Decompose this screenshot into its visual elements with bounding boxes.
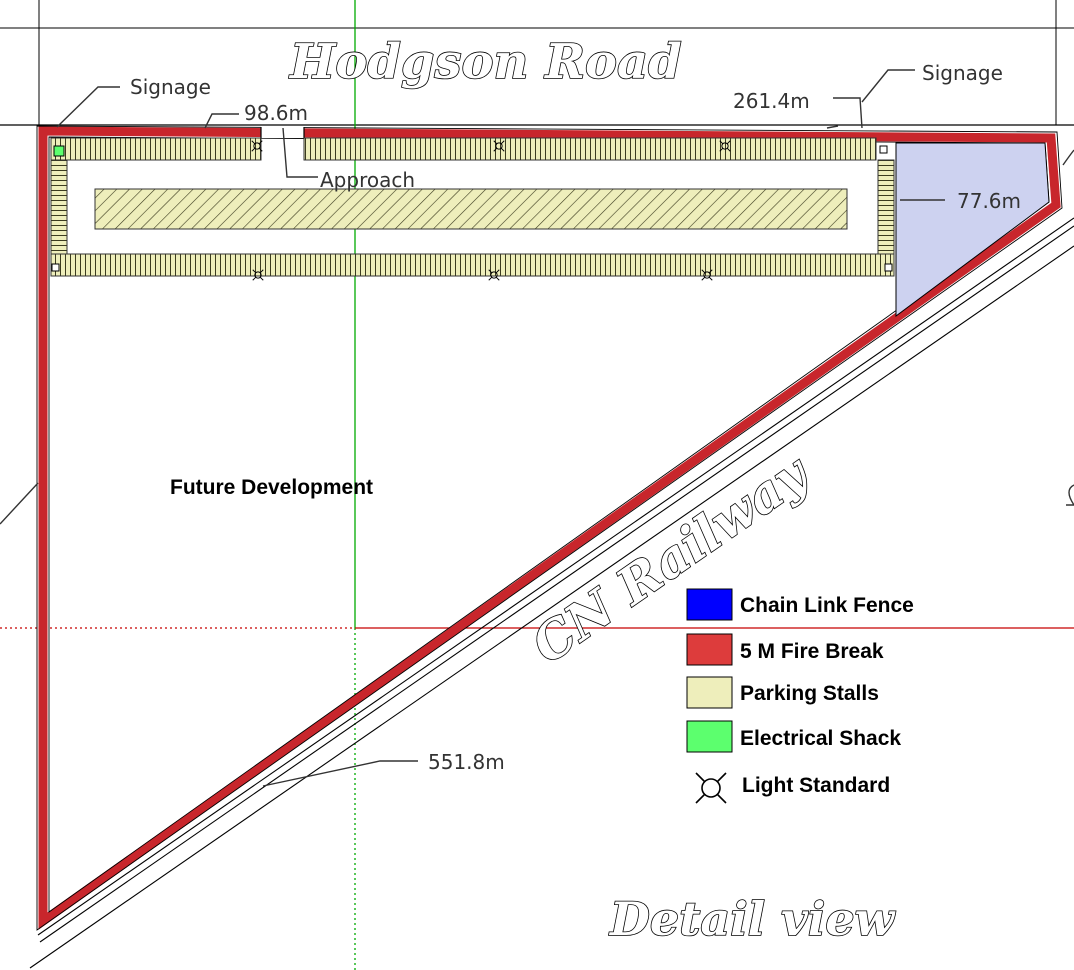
parking-row-top-right	[303, 137, 877, 161]
signage-left-leader	[56, 86, 120, 128]
parking-row-bottom	[50, 253, 895, 277]
right-edge-mark	[1066, 484, 1074, 506]
legend-label-electrical-shack: Electrical Shack	[740, 727, 901, 750]
fire-break-outline	[38, 126, 1061, 930]
road-name: Hodgson Road	[288, 34, 682, 90]
approach-label: Approach	[320, 168, 415, 192]
signage-left-label: Signage	[130, 75, 211, 99]
corner-marker	[879, 145, 888, 154]
signage-right-leader	[861, 69, 915, 103]
parking-row-top-left	[50, 137, 262, 161]
legend-swatch-electrical-shack	[686, 720, 733, 753]
light-standard-icon	[695, 772, 727, 804]
legend: Chain Link Fence 5 M Fire Break Parking …	[686, 588, 914, 804]
future-development-label: Future Development	[170, 476, 373, 499]
parking-center-island	[94, 188, 848, 230]
legend-label-light-standard: Light Standard	[742, 774, 890, 797]
parking-column-left	[50, 159, 68, 255]
signage-right-label: Signage	[922, 61, 1003, 85]
parking-column-right	[877, 159, 895, 255]
right-edge-mark	[1062, 149, 1074, 166]
dim-top-right-leader	[833, 97, 863, 129]
dim-top-right-tick	[826, 125, 839, 129]
dim-top-left-leader	[204, 113, 239, 129]
light-standards	[51, 140, 893, 281]
dim-diagonal-leader	[262, 760, 418, 787]
electrical-shack	[53, 145, 65, 157]
left-edge-leader	[0, 482, 39, 525]
legend-label-parking-stalls: Parking Stalls	[740, 682, 879, 705]
approach-leader	[282, 127, 318, 178]
parking-stalls	[50, 137, 895, 277]
dim-right-label: 77.6m	[957, 189, 1021, 213]
dim-diagonal-label: 551.8m	[428, 750, 505, 774]
legend-label-fire-break: 5 M Fire Break	[740, 640, 884, 663]
legend-swatch-fire-break	[686, 633, 733, 666]
dim-top-left-label: 98.6m	[244, 101, 308, 125]
dim-top-right-label: 261.4m	[733, 89, 810, 113]
corner-marker	[884, 263, 893, 272]
compound-area	[895, 142, 1050, 317]
legend-swatch-chain-link-fence	[686, 588, 733, 621]
corner-marker	[51, 263, 60, 272]
fire-break-outer-edge	[36, 125, 1063, 931]
railway-tracks	[29, 217, 1074, 969]
view-title: Detail view	[608, 892, 896, 946]
approach-driveway	[260, 126, 305, 138]
road-boundary	[0, 0, 1074, 126]
legend-label-chain-link-fence: Chain Link Fence	[740, 594, 914, 617]
legend-swatch-parking-stalls	[686, 676, 733, 709]
